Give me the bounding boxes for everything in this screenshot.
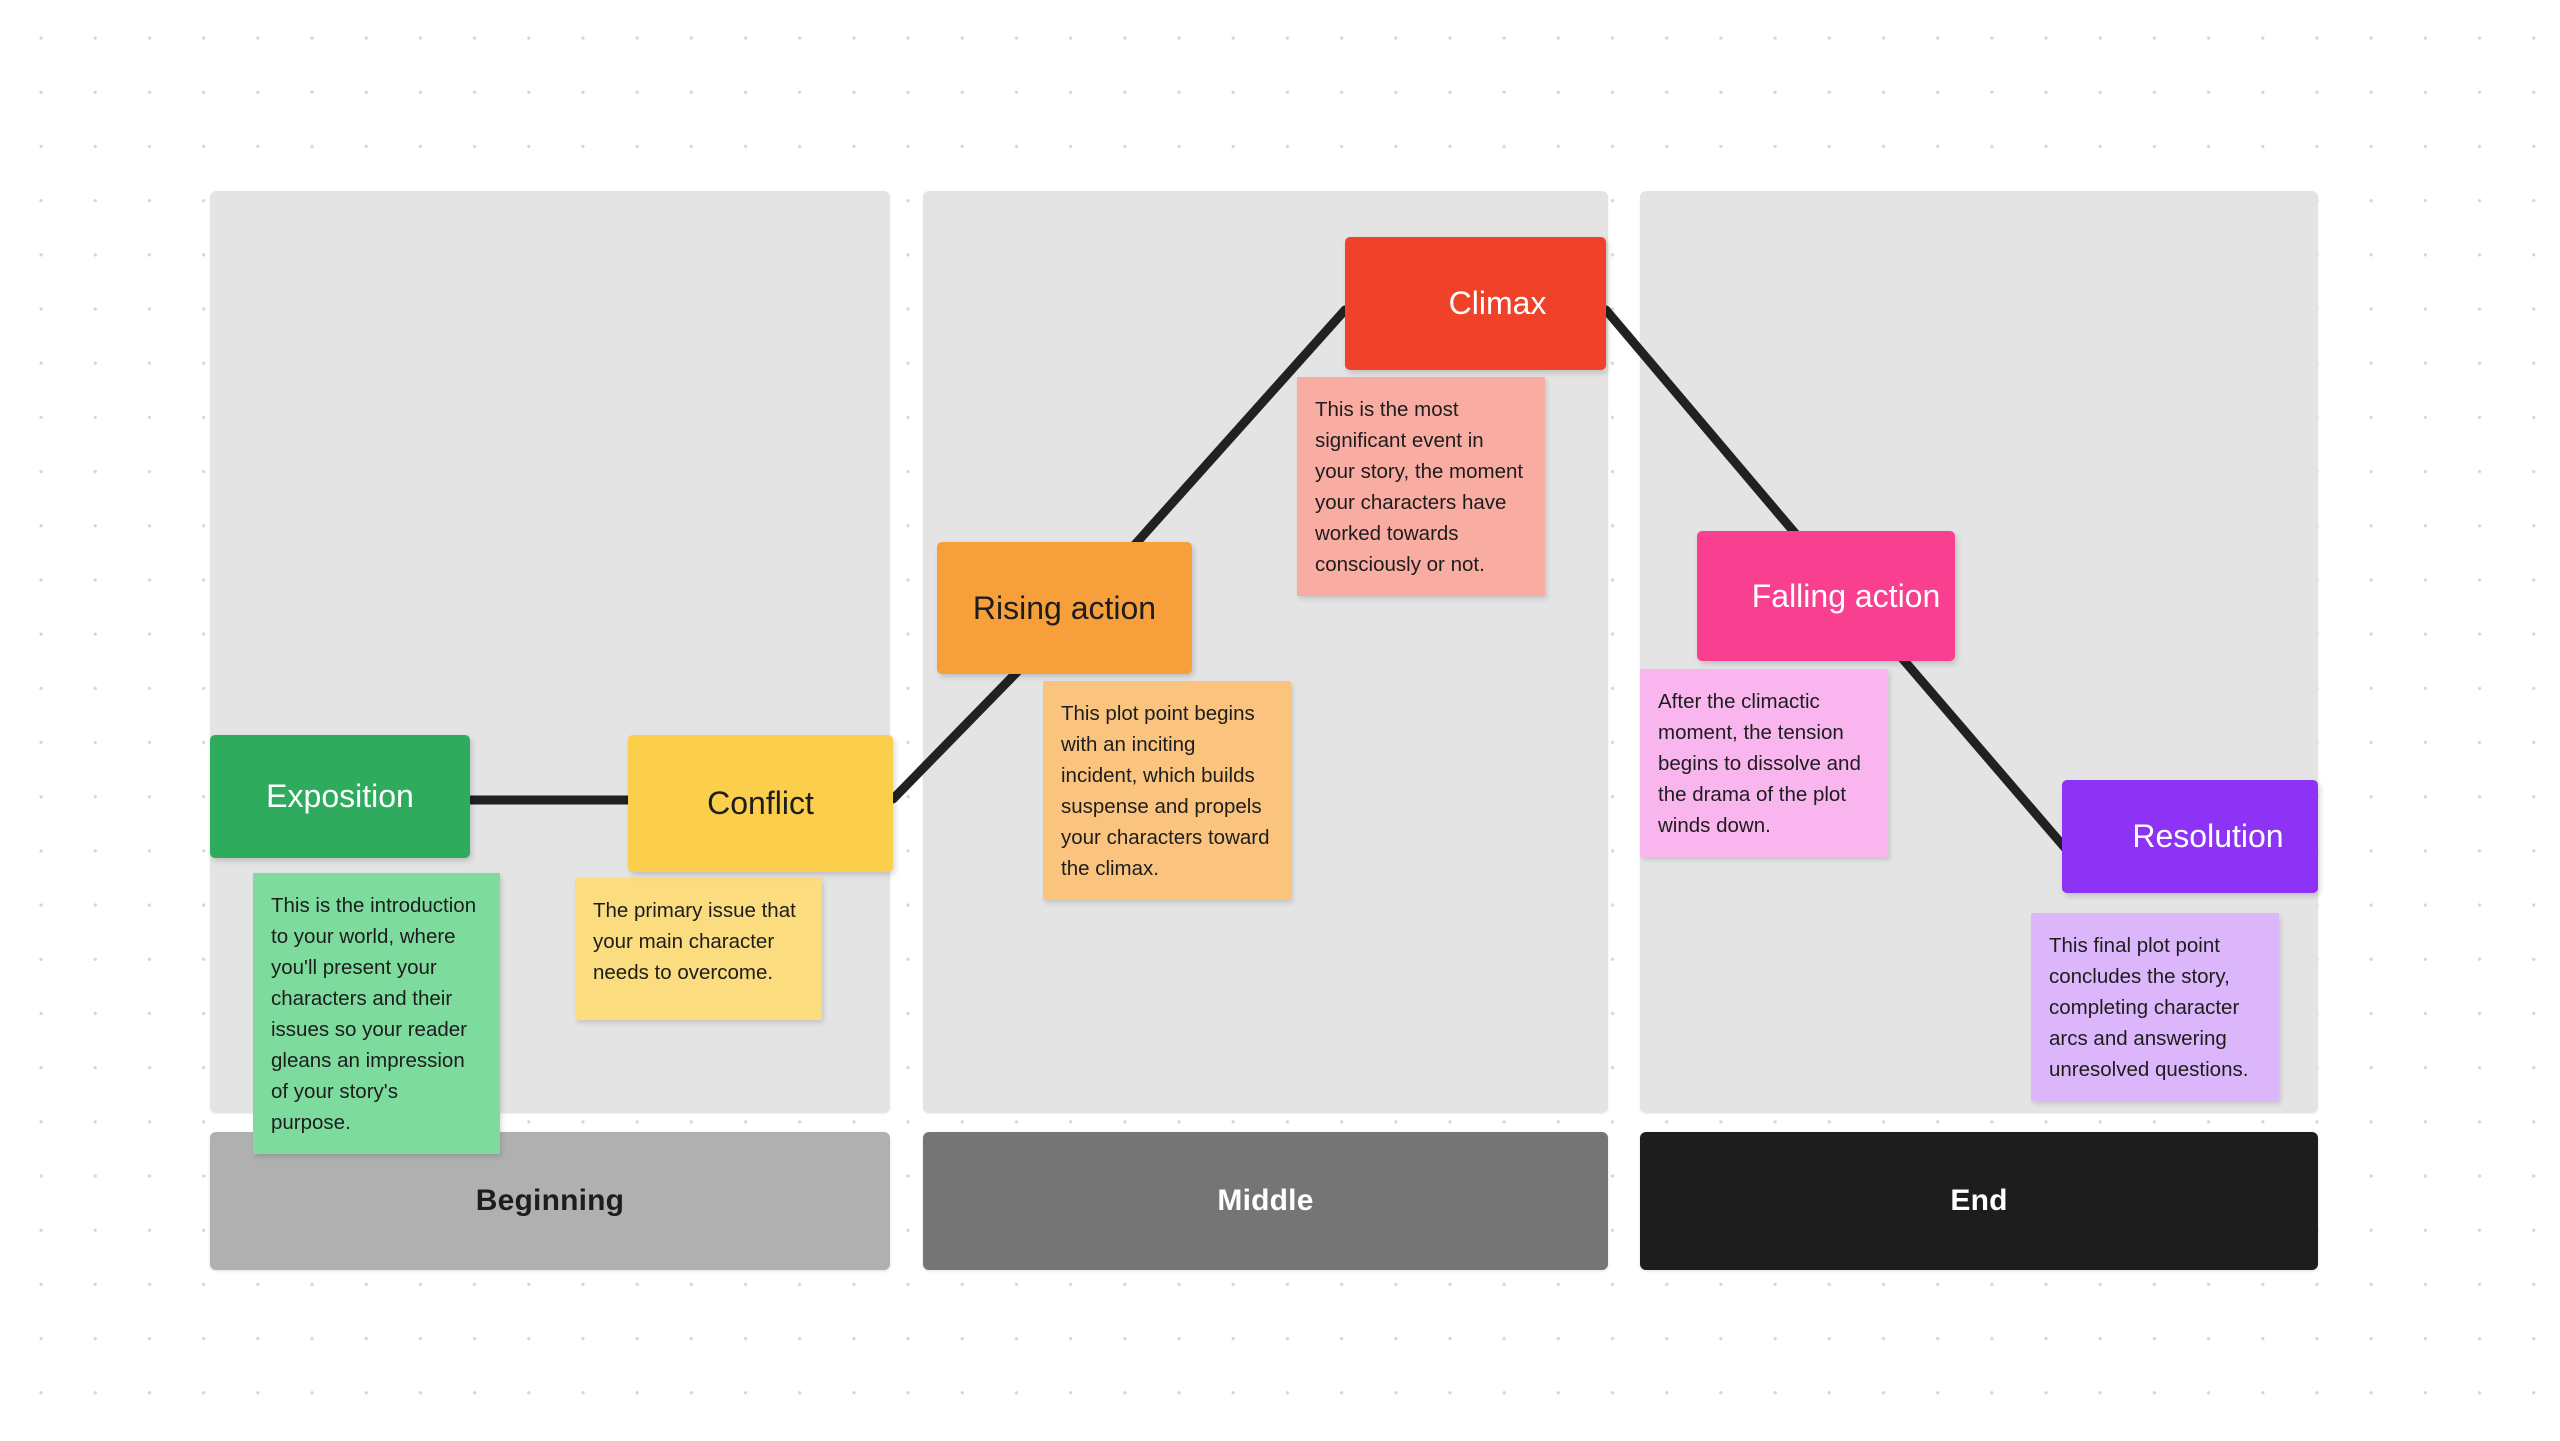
sticky-note-falling-action[interactable]: After the climactic moment, the tension … bbox=[1640, 669, 1888, 857]
sticky-note-exposition[interactable]: This is the introduction to your world, … bbox=[253, 873, 500, 1154]
sticky-note-text: This final plot point concludes the stor… bbox=[2049, 934, 2249, 1081]
sticky-note-conflict[interactable]: The primary issue that your main charact… bbox=[575, 878, 822, 1020]
sticky-note-text: This plot point begins with an inciting … bbox=[1061, 702, 1270, 880]
plot-point-card-falling-action[interactable]: Falling action bbox=[1697, 531, 1955, 661]
sticky-note-resolution[interactable]: This final plot point concludes the stor… bbox=[2031, 913, 2279, 1101]
plot-point-card-rising-action[interactable]: Rising action bbox=[937, 542, 1192, 674]
plot-point-card-conflict[interactable]: Conflict bbox=[628, 735, 893, 872]
sticky-note-text: The primary issue that your main charact… bbox=[593, 899, 796, 984]
stage-bar-beginning[interactable]: Beginning bbox=[210, 1132, 890, 1270]
plot-point-title: Falling action bbox=[1751, 577, 1941, 614]
plot-point-title: Rising action bbox=[972, 589, 1157, 626]
plot-point-title: Resolution bbox=[2132, 818, 2284, 854]
plot-point-title: Exposition bbox=[266, 778, 414, 814]
plot-point-title: Conflict bbox=[707, 785, 814, 821]
stage-bar-label: End bbox=[1950, 1184, 2008, 1217]
stage-bar-label: Middle bbox=[1217, 1184, 1314, 1217]
plot-point-title: Climax bbox=[1448, 285, 1547, 321]
plot-point-card-resolution[interactable]: Resolution bbox=[2062, 780, 2318, 893]
sticky-note-text: This is the most significant event in yo… bbox=[1315, 398, 1524, 576]
stage-bar-end[interactable]: End bbox=[1640, 1132, 2318, 1270]
sticky-note-text: This is the introduction to your world, … bbox=[271, 894, 477, 1134]
plot-point-card-exposition[interactable]: Exposition bbox=[210, 735, 470, 858]
stage-bar-label: Beginning bbox=[475, 1184, 625, 1217]
plot-point-card-climax[interactable]: Climax bbox=[1345, 237, 1606, 370]
sticky-note-rising-action[interactable]: This plot point begins with an inciting … bbox=[1043, 681, 1291, 900]
stage-bar-middle[interactable]: Middle bbox=[923, 1132, 1608, 1270]
sticky-note-climax[interactable]: This is the most significant event in yo… bbox=[1297, 377, 1545, 596]
sticky-note-text: After the climactic moment, the tension … bbox=[1658, 690, 1861, 837]
